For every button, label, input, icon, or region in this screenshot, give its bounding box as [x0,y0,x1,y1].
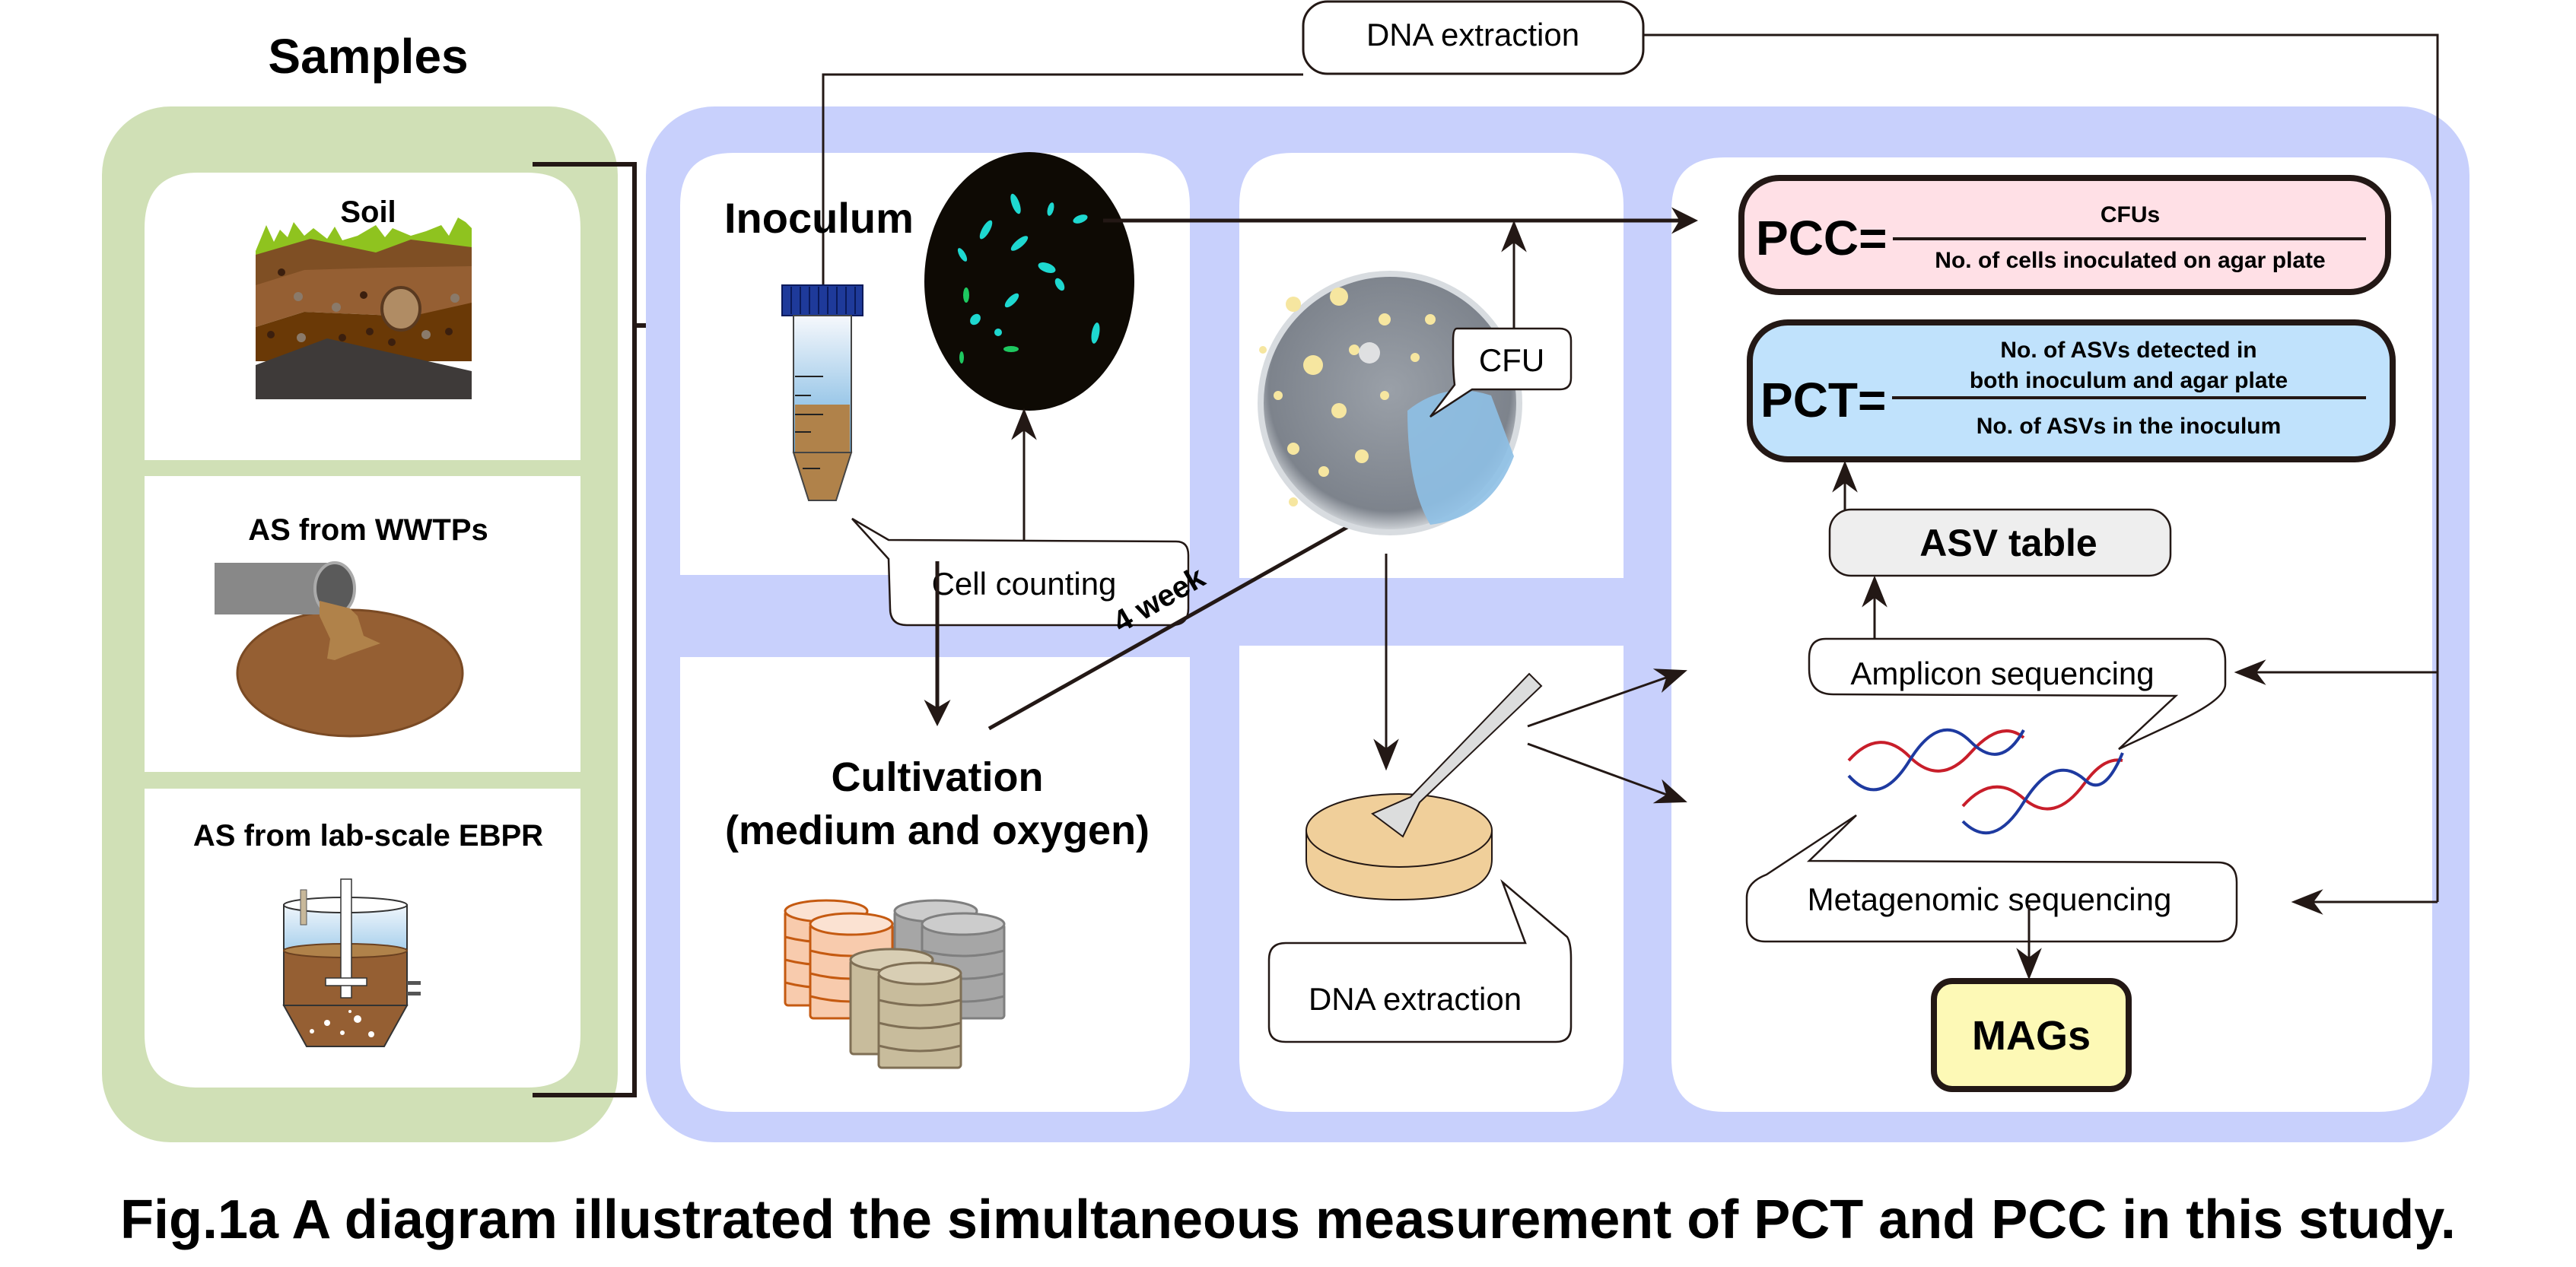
inoculum-title: Inoculum [724,194,914,242]
agar-plate-stacks-icon [784,899,1006,1069]
sample-card-ebpr: AS from lab-scale EBPR [145,789,580,1088]
mags-label: MAGs [1972,1013,2091,1059]
cultivation-title-line2: (medium and oxygen) [725,808,1150,853]
centrifuge-tube-icon [781,284,863,501]
pct-formula: PCT= No. of ASVs detected in both inocul… [1747,319,2396,462]
sample-label-soil: Soil [340,195,396,229]
pcc-numerator: CFUs [2101,202,2160,227]
sample-card-wwtp: AS from WWTPs [145,476,580,772]
top-dna-extraction-connector [822,33,2439,915]
figure-caption: Fig.1a A diagram illustrated the simulta… [120,1189,2456,1250]
pct-denominator: No. of ASVs in the inoculum [1977,414,2282,439]
sample-label-ebpr: AS from lab-scale EBPR [193,819,543,853]
sample-label-wwtp: AS from WWTPs [248,513,488,547]
amplicon-sequencing-label: Amplicon sequencing [1850,656,2154,691]
cfu-label: CFU [1479,342,1544,378]
wastewater-pipe-icon [215,561,464,738]
pct-numerator-line1: No. of ASVs detected in [2000,338,2256,363]
agar-plate-colonies-icon [1258,271,1522,535]
top-dna-extraction-label: DNA extraction [1366,17,1579,52]
pcc-formula: PCC= CFUs No. of cells inoculated on aga… [1738,175,2391,295]
top-dna-extraction-box [1302,0,1645,75]
pct-lhs: PCT= [1760,373,1886,427]
samples-title: Samples [268,29,468,84]
cultivation-title-line1: Cultivation [832,754,1044,800]
sequencing-card [1671,157,2432,1112]
metagenomic-sequencing-label: Metagenomic sequencing [1808,881,2172,917]
dna-helix-icon [1847,728,2124,835]
bioreactor-icon [282,878,421,1047]
dna-to-metagenomic-arrow [1527,742,1687,804]
mags-box [1931,978,2132,1092]
cfu-callout: CFU [1430,327,1573,418]
pcc-lhs: PCC= [1756,211,1887,265]
dna-extraction-callout: DNA extraction [1267,878,1573,1043]
fluorescence-microscopy-icon [924,152,1134,411]
asv-table-box [1828,508,2172,577]
pcc-denominator: No. of cells inoculated on agar plate [1935,248,2325,273]
dna-to-amplicon-arrow [1527,668,1687,728]
dna-extraction-label: DNA extraction [1309,981,1522,1017]
pct-numerator-line2: both inoculum and agar plate [1970,368,2288,393]
four-week-arrow [987,499,1398,731]
asv-table-label: ASV table [1919,522,2097,564]
sample-card-soil: Soil [145,173,580,460]
amplicon-sequencing-callout: Amplicon sequencing [1808,637,2227,751]
cell-counting-label: Cell counting [932,566,1117,602]
plate-scraper-icon [1305,672,1543,901]
metagenomic-sequencing-callout: Metagenomic sequencing [1745,814,2238,943]
soil-layers-icon [256,218,472,399]
